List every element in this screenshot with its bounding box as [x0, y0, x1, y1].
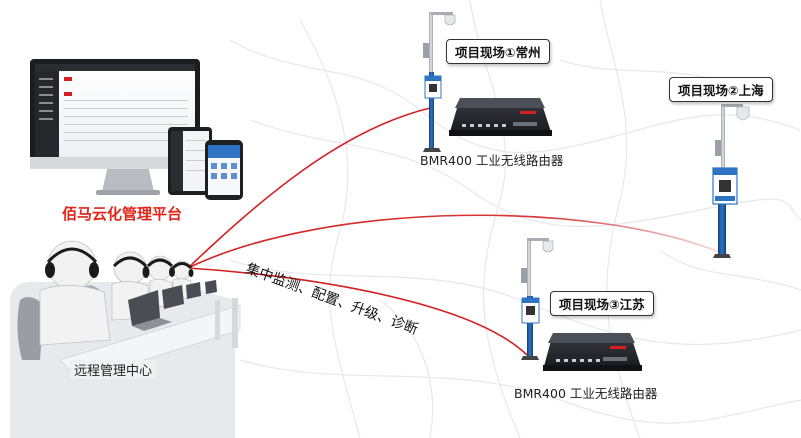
link-changzhou	[187, 107, 431, 269]
pole-changzhou	[423, 12, 456, 152]
pole-jiangsu	[521, 238, 554, 360]
link-shanghai	[187, 214, 727, 269]
phone-device	[205, 140, 243, 200]
operators-illustration	[10, 240, 241, 438]
router-1	[449, 98, 552, 136]
link-jiangsu	[187, 267, 528, 356]
map-background	[229, 0, 801, 438]
pole-shanghai	[712, 104, 750, 258]
site-label-jiangsu: 项目现场③江苏	[550, 291, 654, 316]
center-label: 远程管理中心	[70, 360, 157, 379]
router-2	[543, 333, 642, 371]
site-label-shanghai: 项目现场②上海	[669, 77, 773, 102]
router-caption-jiangsu: BMR400 工业无线路由器	[514, 386, 658, 401]
router-caption-changzhou: BMR400 工业无线路由器	[420, 153, 564, 168]
platform-title: 佰马云化管理平台	[62, 205, 183, 223]
tablet-device	[168, 127, 212, 195]
desktop-monitor	[30, 59, 200, 195]
site-label-changzhou: 项目现场①常州	[446, 39, 550, 64]
